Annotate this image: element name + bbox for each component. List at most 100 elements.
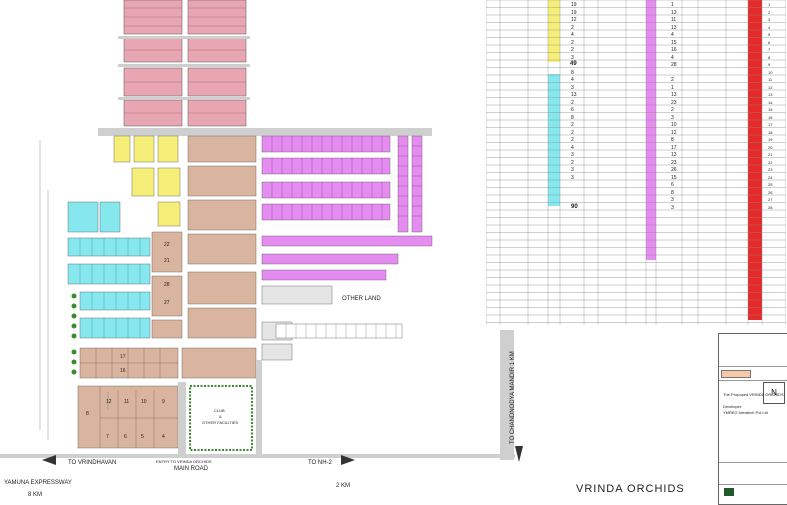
distance-8km: 8 KM <box>28 492 43 498</box>
yellow-blocks <box>113 135 181 227</box>
plot-number: 7 <box>106 434 109 440</box>
table-cell-index: 17 <box>768 122 773 127</box>
plot-number: 5 <box>141 434 144 440</box>
table-cell-b: 2 <box>671 107 674 113</box>
to-nh2-label: TO NH-2 <box>308 460 332 466</box>
table-cell-a: 2 <box>571 39 574 46</box>
table-cell-b: 16 <box>671 47 677 53</box>
table-cell-b: 3 <box>671 114 674 121</box>
entry-label: ENTRY TO VRINDA ORCHIDS <box>156 459 212 464</box>
table-cell-a: 3 <box>571 84 574 91</box>
table-cell-index: 15 <box>768 107 773 112</box>
table-cell-index: 13 <box>768 92 773 97</box>
table-cell-index: 4 <box>768 24 771 30</box>
plot-number: 22 <box>164 242 170 248</box>
table-cell-b: 8 <box>671 137 674 143</box>
table-cell-index: 10 <box>768 69 773 75</box>
chandodya-label: TO CHANDNODYA MANDIR 1 KM <box>510 351 516 444</box>
table-cell-b: 23 <box>671 99 677 106</box>
table-cell-a: 19 <box>571 2 577 8</box>
plot-number: 21 <box>164 258 170 264</box>
table-cell-b: 23 <box>671 159 677 166</box>
table-cell-index: 7 <box>768 47 771 52</box>
table-cell-index: 1 <box>768 2 771 7</box>
table-cell-a: 4 <box>571 32 574 38</box>
table-cell-a: 8 <box>571 69 574 76</box>
table-cell-a: 3 <box>571 152 574 158</box>
table-cell-index: 5 <box>768 32 771 37</box>
table-cell-b: 13 <box>671 92 677 98</box>
table-cell-index: 6 <box>768 39 771 45</box>
table-total-1: 49 <box>570 61 577 67</box>
table-cell-b: 3 <box>671 197 674 203</box>
magenta-blocks <box>261 135 433 281</box>
table-cell-index: 24 <box>768 174 773 180</box>
plot-number: 6 <box>124 434 127 440</box>
table-cell-a: 3 <box>571 174 574 181</box>
table-cell-a: 2 <box>571 122 574 128</box>
table-cell-index: 19 <box>768 137 773 142</box>
table-cell-b: 13 <box>671 9 677 16</box>
info-box: N The Proposed VRINDA ORCHIDS Developer:… <box>718 333 787 505</box>
table-cell-a: 2 <box>571 137 574 143</box>
table-cell-b: 26 <box>671 167 677 173</box>
to-vrindhavan-label: TO VRINDHAVAN <box>68 460 117 466</box>
plot-number: 12 <box>106 399 112 405</box>
table-cell-a: 2 <box>571 47 574 53</box>
table-cell-a: 4 <box>571 144 574 151</box>
table-cell-b: 8 <box>671 189 674 196</box>
info-developer-name: YMREG Infratech Pvt.Ltd <box>723 410 768 415</box>
table-cell-a: 6 <box>571 107 574 113</box>
table-cell-index: 28 <box>768 204 773 210</box>
table-cell-a: 3 <box>571 167 574 173</box>
club-label: CLUB <box>214 408 225 413</box>
table-cell-a: 2 <box>571 99 574 106</box>
table-cell-b: 10 <box>671 122 677 128</box>
project-title: VRINDA ORCHIDS <box>576 483 685 495</box>
table-cell-b: 4 <box>671 32 674 38</box>
table-cell-b: 17 <box>671 144 677 151</box>
plot-number: 17 <box>120 354 126 360</box>
table-cell-index: 18 <box>768 129 773 135</box>
area-table <box>486 0 786 325</box>
plot-number: 28 <box>164 282 170 288</box>
table-cell-index: 3 <box>768 17 771 22</box>
table-cell-a: 19 <box>571 9 577 16</box>
pink-blocks-top <box>123 0 247 127</box>
other-land-label: OTHER LAND <box>342 296 381 302</box>
yamuna-label: YAMUNA EXPRESSWAY <box>4 480 72 486</box>
table-cell-index: 23 <box>768 167 773 172</box>
table-cell-b: 15 <box>671 174 677 181</box>
plot-number: 4 <box>162 434 165 440</box>
table-cell-b: 2 <box>671 77 674 83</box>
club-label-facilities: OTHER FACILITIES <box>202 420 239 425</box>
table-cell-index: 12 <box>768 84 773 90</box>
plot-number: 11 <box>124 399 130 405</box>
company-logo-icon <box>724 488 734 496</box>
plot-number: 10 <box>141 399 147 405</box>
table-cell-b: 4 <box>671 54 674 61</box>
table-cell-index: 16 <box>768 114 773 120</box>
plot-number: 9 <box>162 399 165 405</box>
table-cell-b: 11 <box>671 17 677 23</box>
table-cell-a: 12 <box>571 17 577 23</box>
table-cell-index: 2 <box>768 9 771 15</box>
table-cell-index: 20 <box>768 144 773 150</box>
table-cell-b: 13 <box>671 152 677 158</box>
info-developer-label: Developer: <box>723 404 743 409</box>
plot-number: 16 <box>120 368 126 374</box>
table-cell-b: 15 <box>671 39 677 46</box>
table-cell-a: 2 <box>571 129 574 136</box>
distance-2km: 2 KM <box>336 483 351 489</box>
table-cell-index: 21 <box>768 152 773 157</box>
table-cell-a: 2 <box>571 24 574 31</box>
table-cell-b: 12 <box>671 129 677 136</box>
club-label-amp: & <box>219 414 222 419</box>
table-cell-b: 6 <box>671 182 674 188</box>
table-cell-b: 28 <box>671 62 677 68</box>
table-cell-index: 11 <box>768 77 773 82</box>
north-arrow-icon: N <box>763 382 785 404</box>
table-cell-index: 22 <box>768 159 773 165</box>
table-cell-index: 27 <box>768 197 773 202</box>
